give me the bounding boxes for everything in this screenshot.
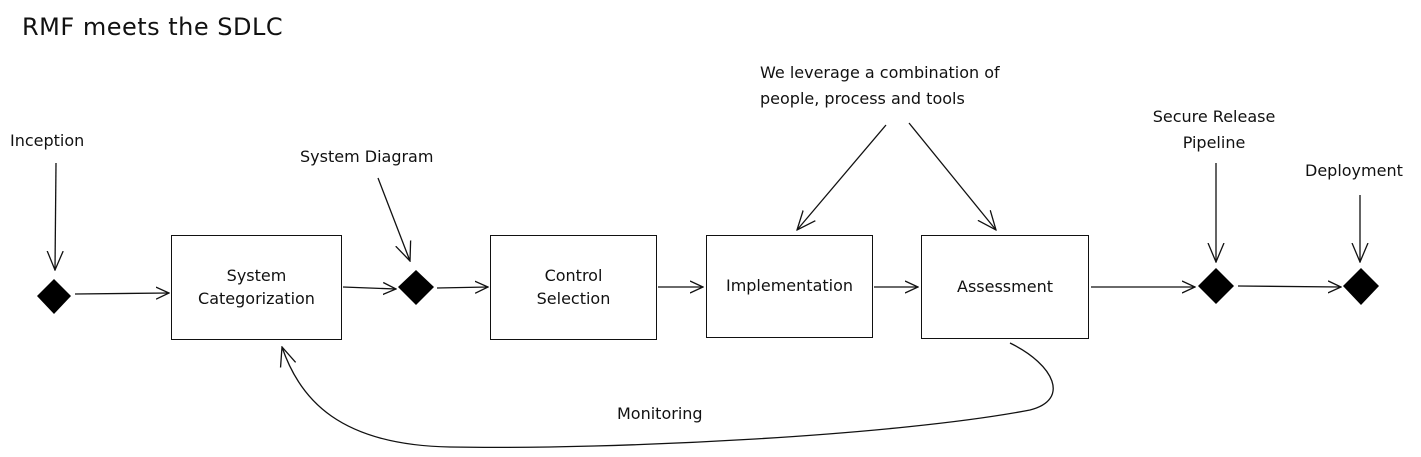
implementation-label: Implementation (725, 276, 854, 296)
system-categorization-label-line1: System (226, 266, 287, 286)
system-diagram-arrow (377, 177, 410, 261)
secure-release-diamond (1198, 268, 1234, 304)
flow-arrow-release-to-deployment (1237, 286, 1341, 287)
monitoring-label: Monitoring (617, 404, 703, 423)
diagram-title: RMF meets the SDLC (22, 13, 284, 41)
system-diagram-label: System Diagram (300, 147, 434, 166)
inception-label: Inception (10, 131, 85, 150)
implementation-box: Implementation (706, 235, 873, 338)
deployment-label: Deployment (1305, 161, 1403, 180)
flow-arrow-start-to-categorization (74, 293, 169, 294)
assessment-label: Assessment (957, 276, 1053, 296)
system-categorization-box: System Categorization (171, 235, 342, 340)
assessment-box: Assessment (921, 235, 1089, 339)
annotation-arrow-implementation (797, 124, 887, 230)
system-categorization-label-line2: Categorization (198, 288, 315, 308)
flow-arrow-categorization-to-diamond (342, 287, 396, 289)
deployment-diamond (1343, 268, 1379, 305)
secure-release-label-line2: Pipeline (1182, 133, 1246, 152)
secure-release-label-line1: Secure Release (1152, 107, 1276, 126)
start-diamond (37, 279, 71, 314)
monitoring-loop-arrow (282, 342, 1054, 449)
annotation-line2: people, process and tools (760, 89, 965, 108)
flow-arrow-diamond-to-control (436, 287, 488, 288)
annotation-arrow-assessment (908, 122, 996, 230)
system-diagram-diamond (398, 270, 434, 305)
control-selection-box: Control Selection (490, 235, 657, 340)
annotation-line1: We leverage a combination of (760, 63, 1000, 82)
inception-arrow (55, 162, 56, 270)
control-selection-label-line2: Selection (536, 288, 611, 308)
control-selection-label-line1: Control (544, 266, 603, 286)
